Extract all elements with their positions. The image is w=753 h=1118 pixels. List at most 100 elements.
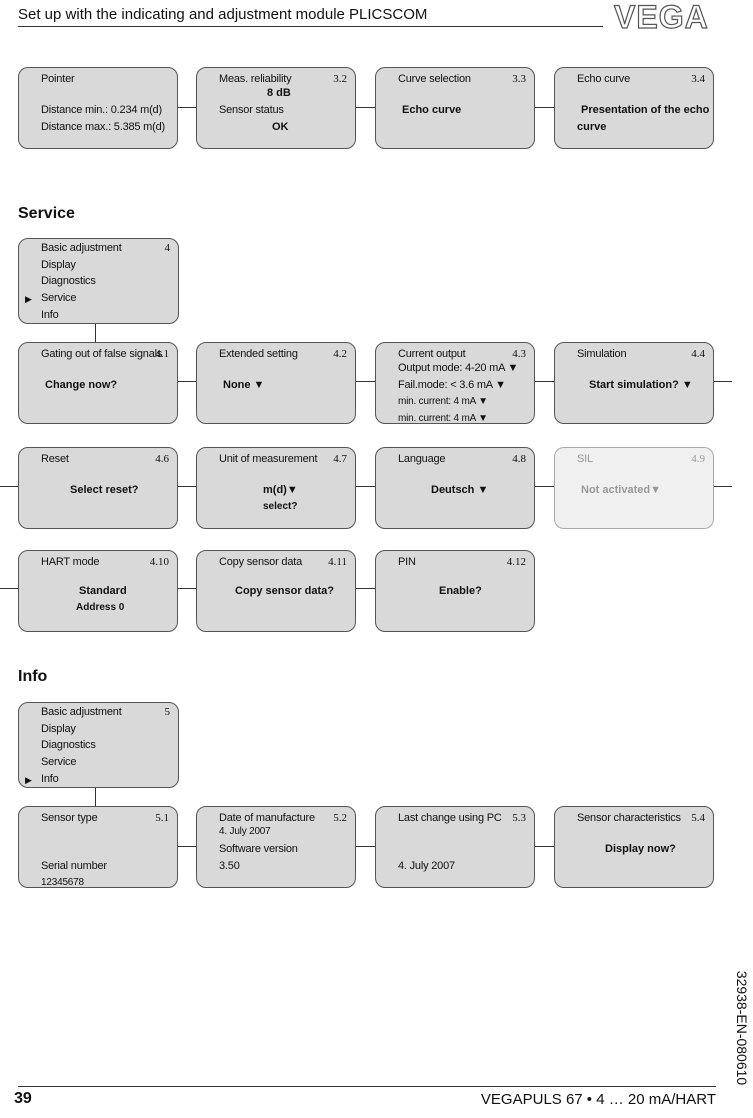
box-number: 4.12 (506, 556, 526, 568)
sensor-status-value: OK (272, 121, 289, 133)
box-number: 4.6 (155, 453, 169, 465)
box-number: 4.3 (512, 348, 526, 360)
box-title: Copy sensor data (219, 556, 303, 568)
connector (535, 381, 554, 382)
min-current-1[interactable]: min. current: 4 mA ▼ (398, 396, 488, 407)
language-value[interactable]: Deutsch ▼ (431, 484, 489, 496)
box-number: 4.7 (333, 453, 347, 465)
section-heading-info: Info (18, 668, 48, 685)
serial-number-label: Serial number (41, 860, 107, 872)
distance-max: Distance max.: 5.385 m(d) (41, 121, 165, 133)
box-title: Echo curve (577, 73, 631, 85)
menu-item-service[interactable]: Service (41, 292, 77, 304)
sensor-status-label: Sensor status (219, 104, 284, 116)
box-title: Sensor type (41, 812, 98, 824)
pin-value[interactable]: Enable? (439, 585, 482, 597)
connector (178, 588, 196, 589)
fail-mode[interactable]: Fail.mode: < 3.6 mA ▼ (398, 379, 506, 391)
simulation-value[interactable]: Start simulation? ▼ (589, 379, 693, 391)
connector (178, 846, 196, 847)
connector (356, 846, 375, 847)
gating-value[interactable]: Change now? (45, 379, 118, 391)
header-rule (18, 26, 603, 27)
connector (535, 846, 554, 847)
connector (356, 381, 375, 382)
box-number: 4.2 (333, 348, 347, 360)
box-number: 3.3 (512, 73, 526, 85)
extended-setting-value[interactable]: None ▼ (223, 379, 265, 391)
vega-logo: VEGA (612, 0, 716, 36)
menu-box-gating-false-signals: Gating out of false signals 4.1 Change n… (18, 342, 178, 424)
menu-box-hart-mode: HART mode 4.10 Standard Address 0 (18, 550, 178, 632)
connector (356, 588, 375, 589)
menu-box-pin: PIN 4.12 Enable? (375, 550, 535, 632)
menu-item-info[interactable]: Info (41, 773, 59, 785)
product-name: VEGAPULS 67 • 4 … 20 mA/HART (480, 1091, 716, 1108)
menu-box-simulation: Simulation 4.4 Start simulation? ▼ (554, 342, 714, 424)
menu-box-pointer: Pointer Distance min.: 0.234 m(d) Distan… (18, 67, 178, 149)
box-title: Reset (41, 453, 69, 465)
connector (356, 107, 375, 108)
menu-box-copy-sensor-data: Copy sensor data 4.11 Copy sensor data? (196, 550, 356, 632)
box-title: Gating out of false signals (41, 348, 163, 360)
menu-box-language: Language 4.8 Deutsch ▼ (375, 447, 535, 529)
section-heading-service: Service (18, 205, 75, 222)
last-change-date: 4. July 2007 (398, 860, 455, 872)
box-number: 4 (164, 242, 171, 254)
box-number: 5.1 (155, 812, 169, 824)
box-number: 3.4 (691, 73, 705, 85)
connector (714, 381, 732, 382)
min-current-2[interactable]: min. current: 4 mA ▼ (398, 413, 488, 424)
menu-item-info[interactable]: Info (41, 309, 59, 321)
menu-box-sensor-characteristics: Sensor characteristics 5.4 Display now? (554, 806, 714, 888)
reliability-value: 8 dB (267, 87, 291, 99)
software-version-label: Software version (219, 843, 298, 855)
box-number: 4.1 (155, 348, 169, 360)
connector (95, 324, 96, 342)
software-version-value: 3.50 (219, 860, 240, 872)
vega-logo-graphic: VEGA (613, 0, 708, 36)
menu-item-display[interactable]: Display (41, 259, 76, 271)
box-title: Current output (398, 348, 466, 360)
serial-number-value: 12345678 (41, 877, 84, 888)
menu-box-sil: SIL 4.9 Not activated▼ (554, 447, 714, 529)
box-number: 5.2 (333, 812, 347, 824)
document-code: 32938-EN-080610 (734, 970, 750, 1086)
page-number: 39 (14, 1090, 32, 1107)
menu-item-diagnostics[interactable]: Diagnostics (41, 739, 96, 751)
box-title: Meas. reliability (219, 73, 292, 85)
box-number: 4.8 (512, 453, 526, 465)
manufacture-date: 4. July 2007 (219, 826, 271, 837)
box-title: Pointer (41, 73, 75, 85)
box-title: SIL (577, 453, 593, 465)
box-number: 4.10 (149, 556, 169, 568)
menu-box-current-output: Current output 4.3 Output mode: 4-20 mA … (375, 342, 535, 424)
menu-box-sensor-type: Sensor type 5.1 Serial number 12345678 (18, 806, 178, 888)
hart-address[interactable]: Address 0 (76, 602, 125, 613)
box-number: 5 (164, 706, 171, 718)
output-mode[interactable]: Output mode: 4-20 mA ▼ (398, 362, 519, 374)
menu-item-basic-adjustment[interactable]: Basic adjustment (41, 706, 122, 718)
menu-box-curve-selection: Curve selection 3.3 Echo curve (375, 67, 535, 149)
box-number: 3.2 (333, 73, 347, 85)
menu-box-last-change-pc: Last change using PC 5.3 4. July 2007 (375, 806, 535, 888)
unit-select[interactable]: select? (263, 501, 298, 512)
connector (178, 107, 196, 108)
menu-box-date-of-manufacture: Date of manufacture 5.2 4. July 2007 Sof… (196, 806, 356, 888)
hart-mode-value[interactable]: Standard (79, 585, 127, 597)
menu-box-echo-curve: Echo curve 3.4 Presentation of the echo … (554, 67, 714, 149)
sensor-characteristics-value[interactable]: Display now? (605, 843, 676, 855)
menu-item-basic-adjustment[interactable]: Basic adjustment (41, 242, 122, 254)
menu-box-reset: Reset 4.6 Select reset? (18, 447, 178, 529)
menu-box-extended-setting: Extended setting 4.2 None ▼ (196, 342, 356, 424)
box-title: Language (398, 453, 446, 465)
connector (356, 486, 375, 487)
menu-item-display[interactable]: Display (41, 723, 76, 735)
menu-item-service[interactable]: Service (41, 756, 77, 768)
copy-sensor-value[interactable]: Copy sensor data? (235, 585, 335, 597)
box-title: Simulation (577, 348, 627, 360)
unit-value[interactable]: m(d)▼ (263, 484, 298, 496)
menu-item-diagnostics[interactable]: Diagnostics (41, 275, 96, 287)
info-main-menu: Basic adjustment 5 Display Diagnostics S… (18, 702, 179, 788)
reset-value[interactable]: Select reset? (70, 484, 139, 496)
